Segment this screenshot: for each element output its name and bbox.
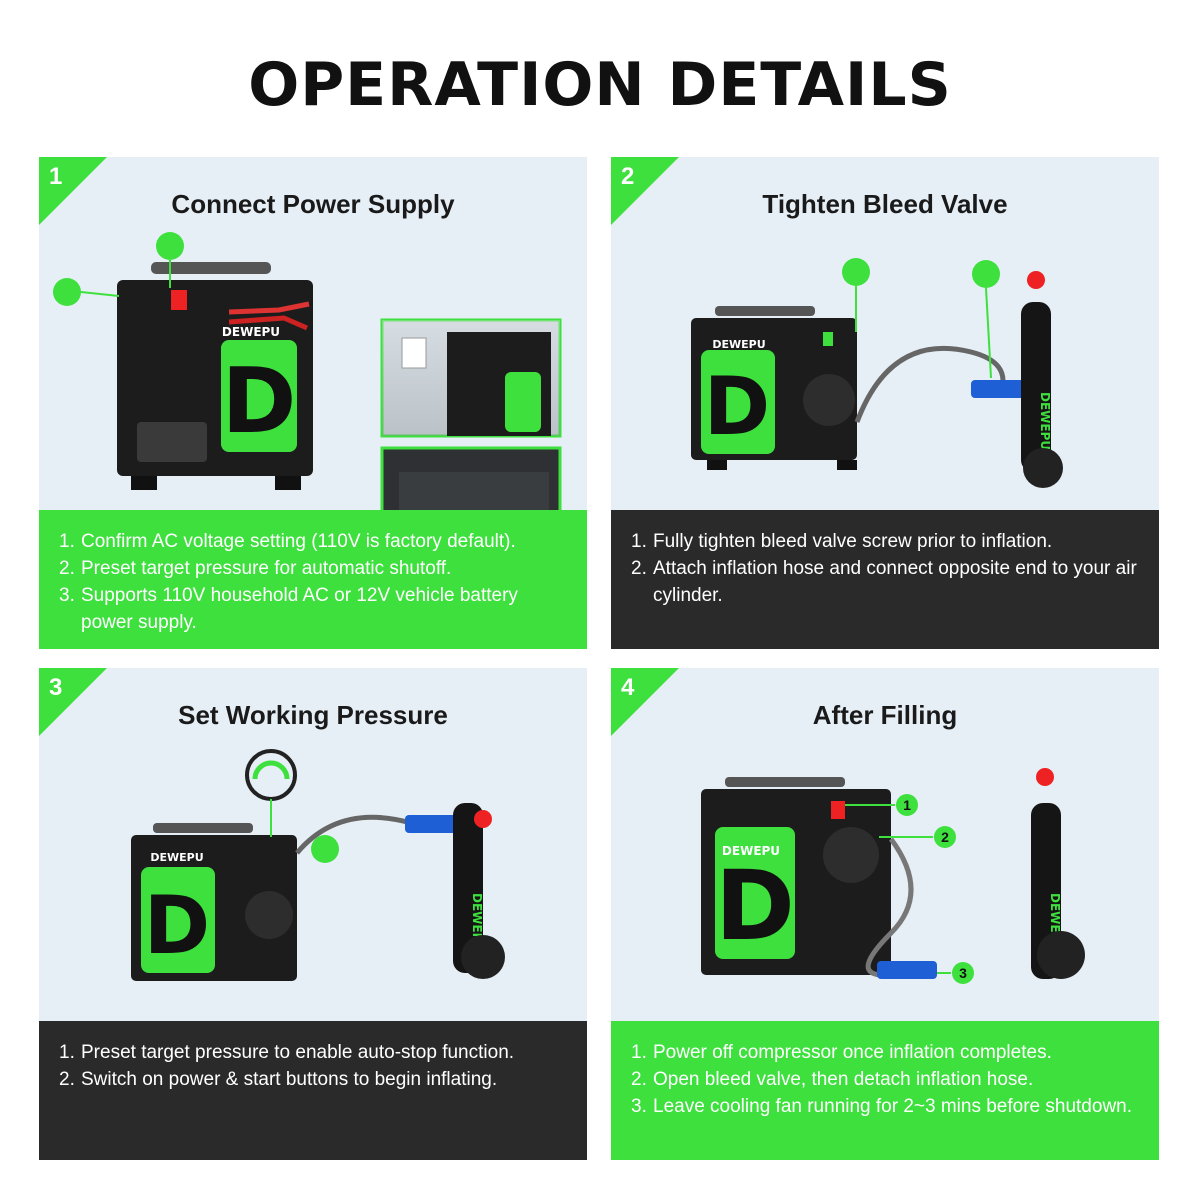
brand-label: DEWEPU xyxy=(712,338,765,351)
step-number: 4 xyxy=(621,674,635,701)
logo-letter: D xyxy=(144,879,210,972)
step-number: 3 xyxy=(49,674,63,701)
step-number: 1 xyxy=(49,163,63,190)
step-title: Connect Power Supply xyxy=(171,189,455,219)
after-filling-illustration: D DEWEPU DEWEPU 1 2 3 xyxy=(701,768,1085,984)
marker-2 xyxy=(934,826,956,848)
instruction-band: 1. Power off compressor once inflation c… xyxy=(611,1021,1159,1160)
step-item: 2.Switch on power & start buttons to beg… xyxy=(59,1069,498,1090)
brand-label: DEWEPU xyxy=(722,844,780,858)
step-item: 2.Preset target pressure for automatic s… xyxy=(59,558,452,579)
instruction-band: 1.Fully tighten bleed valve screw prior … xyxy=(611,510,1159,649)
pressure-setting-illustration: D DEWEPU DEWEPU xyxy=(131,749,505,981)
plug-icon xyxy=(156,232,184,260)
valve-icon xyxy=(842,258,870,286)
step-item: 1.Confirm AC voltage setting (110V is fa… xyxy=(59,531,516,552)
step-item: 2.Attach inflation hose and connect oppo… xyxy=(631,558,1137,606)
marker-label: 1 xyxy=(903,797,911,813)
step-title: Tighten Bleed Valve xyxy=(762,189,1008,219)
step-number: 2 xyxy=(621,163,635,190)
step-item: 2.Open bleed valve, then detach inflatio… xyxy=(631,1069,1034,1090)
step-title: Set Working Pressure xyxy=(178,700,448,730)
step-number-corner xyxy=(39,668,107,736)
marker-1 xyxy=(896,794,918,816)
step-number-corner xyxy=(611,157,679,225)
marker-3 xyxy=(952,962,974,984)
step-item: 1.Fully tighten bleed valve screw prior … xyxy=(631,531,1053,552)
step-number-corner xyxy=(611,668,679,736)
step-item: 1.Preset target pressure to enable auto-… xyxy=(59,1042,515,1063)
step-item: 1. Power off compressor once inflation c… xyxy=(631,1042,1052,1063)
step-item: 3.Leave cooling fan running for 2~3 mins… xyxy=(631,1096,1133,1117)
step-panel-2: 2 Tighten Bleed Valve D DEWEPU DEWEPU 1.… xyxy=(611,157,1159,649)
compressor-power-illustration: D DEWEPU xyxy=(53,232,562,510)
gauge-icon xyxy=(53,278,81,306)
step-panel-3: 3 Set Working Pressure D DEWEPU DEWEPU 1… xyxy=(39,668,587,1160)
step-panel-1: 1 Connect Power Supply D DEWEPU xyxy=(39,157,587,649)
airflow-icon xyxy=(972,260,1000,288)
marker-label: 2 xyxy=(941,829,949,845)
page-title: OPERATION DETAILS xyxy=(248,50,952,120)
brand-label: DEWEPU xyxy=(150,851,203,864)
step-number-corner xyxy=(39,157,107,225)
instruction-band: 1.Confirm AC voltage setting (110V is fa… xyxy=(39,510,587,649)
brand-label: DEWEPU xyxy=(222,325,280,339)
logo-letter: D xyxy=(222,349,297,454)
marker-label: 3 xyxy=(959,965,967,981)
instruction-band: 1.Preset target pressure to enable auto-… xyxy=(39,1021,587,1160)
step-title: After Filling xyxy=(812,700,958,730)
logo-letter: D xyxy=(715,850,795,962)
bleed-valve-illustration: D DEWEPU DEWEPU xyxy=(691,258,1063,488)
step-item: 3.Supports 110V household AC or 12V vehi… xyxy=(59,585,518,633)
step-panel-4: 4 After Filling D DEWEPU DEWEPU 1 2 3 1.… xyxy=(611,668,1159,1160)
logo-letter: D xyxy=(704,360,770,453)
brand-label: DEWEPU xyxy=(1038,392,1052,450)
power-icon xyxy=(311,835,339,863)
